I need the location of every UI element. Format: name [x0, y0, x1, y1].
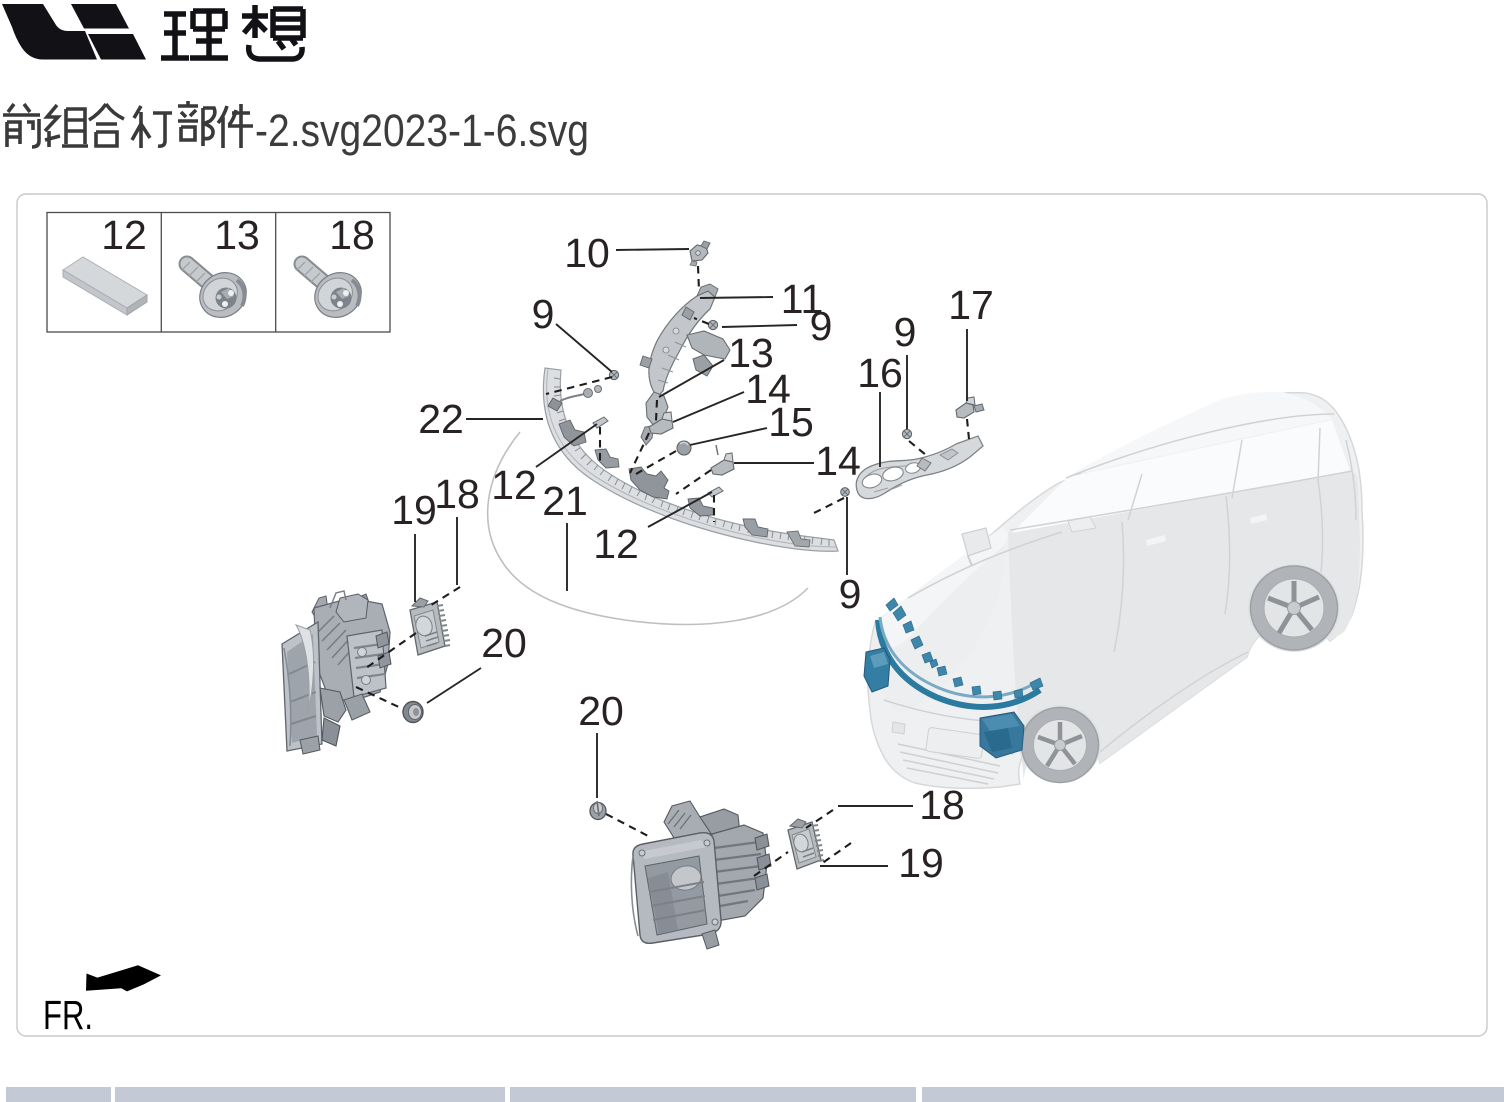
svg-text:12: 12 [491, 462, 537, 508]
svg-text:FR.: FR. [43, 992, 93, 1038]
svg-text:19: 19 [898, 840, 944, 886]
svg-text:13: 13 [728, 330, 774, 376]
svg-text:18: 18 [329, 212, 375, 258]
svg-text:18: 18 [919, 782, 965, 828]
svg-text:10: 10 [564, 230, 610, 276]
svg-text:9: 9 [810, 303, 833, 349]
svg-text:9: 9 [894, 309, 917, 355]
svg-text:22: 22 [418, 396, 464, 442]
svg-text:18: 18 [434, 471, 480, 517]
svg-text:15: 15 [768, 399, 814, 445]
svg-text:20: 20 [578, 688, 624, 734]
svg-text:21: 21 [542, 478, 588, 524]
svg-text:12: 12 [101, 212, 147, 258]
svg-text:9: 9 [532, 291, 555, 337]
svg-text:14: 14 [745, 366, 791, 412]
svg-text:13: 13 [214, 212, 260, 258]
svg-text:20: 20 [481, 620, 527, 666]
svg-text:19: 19 [391, 487, 437, 533]
svg-text:14: 14 [815, 438, 861, 484]
svg-text:11: 11 [781, 276, 824, 322]
svg-text:9: 9 [839, 571, 862, 617]
svg-text:-2.svg2023-1-6.svg: -2.svg2023-1-6.svg [255, 105, 589, 156]
svg-text:17: 17 [948, 282, 994, 328]
svg-text:16: 16 [857, 350, 903, 396]
svg-text:12: 12 [593, 521, 639, 567]
